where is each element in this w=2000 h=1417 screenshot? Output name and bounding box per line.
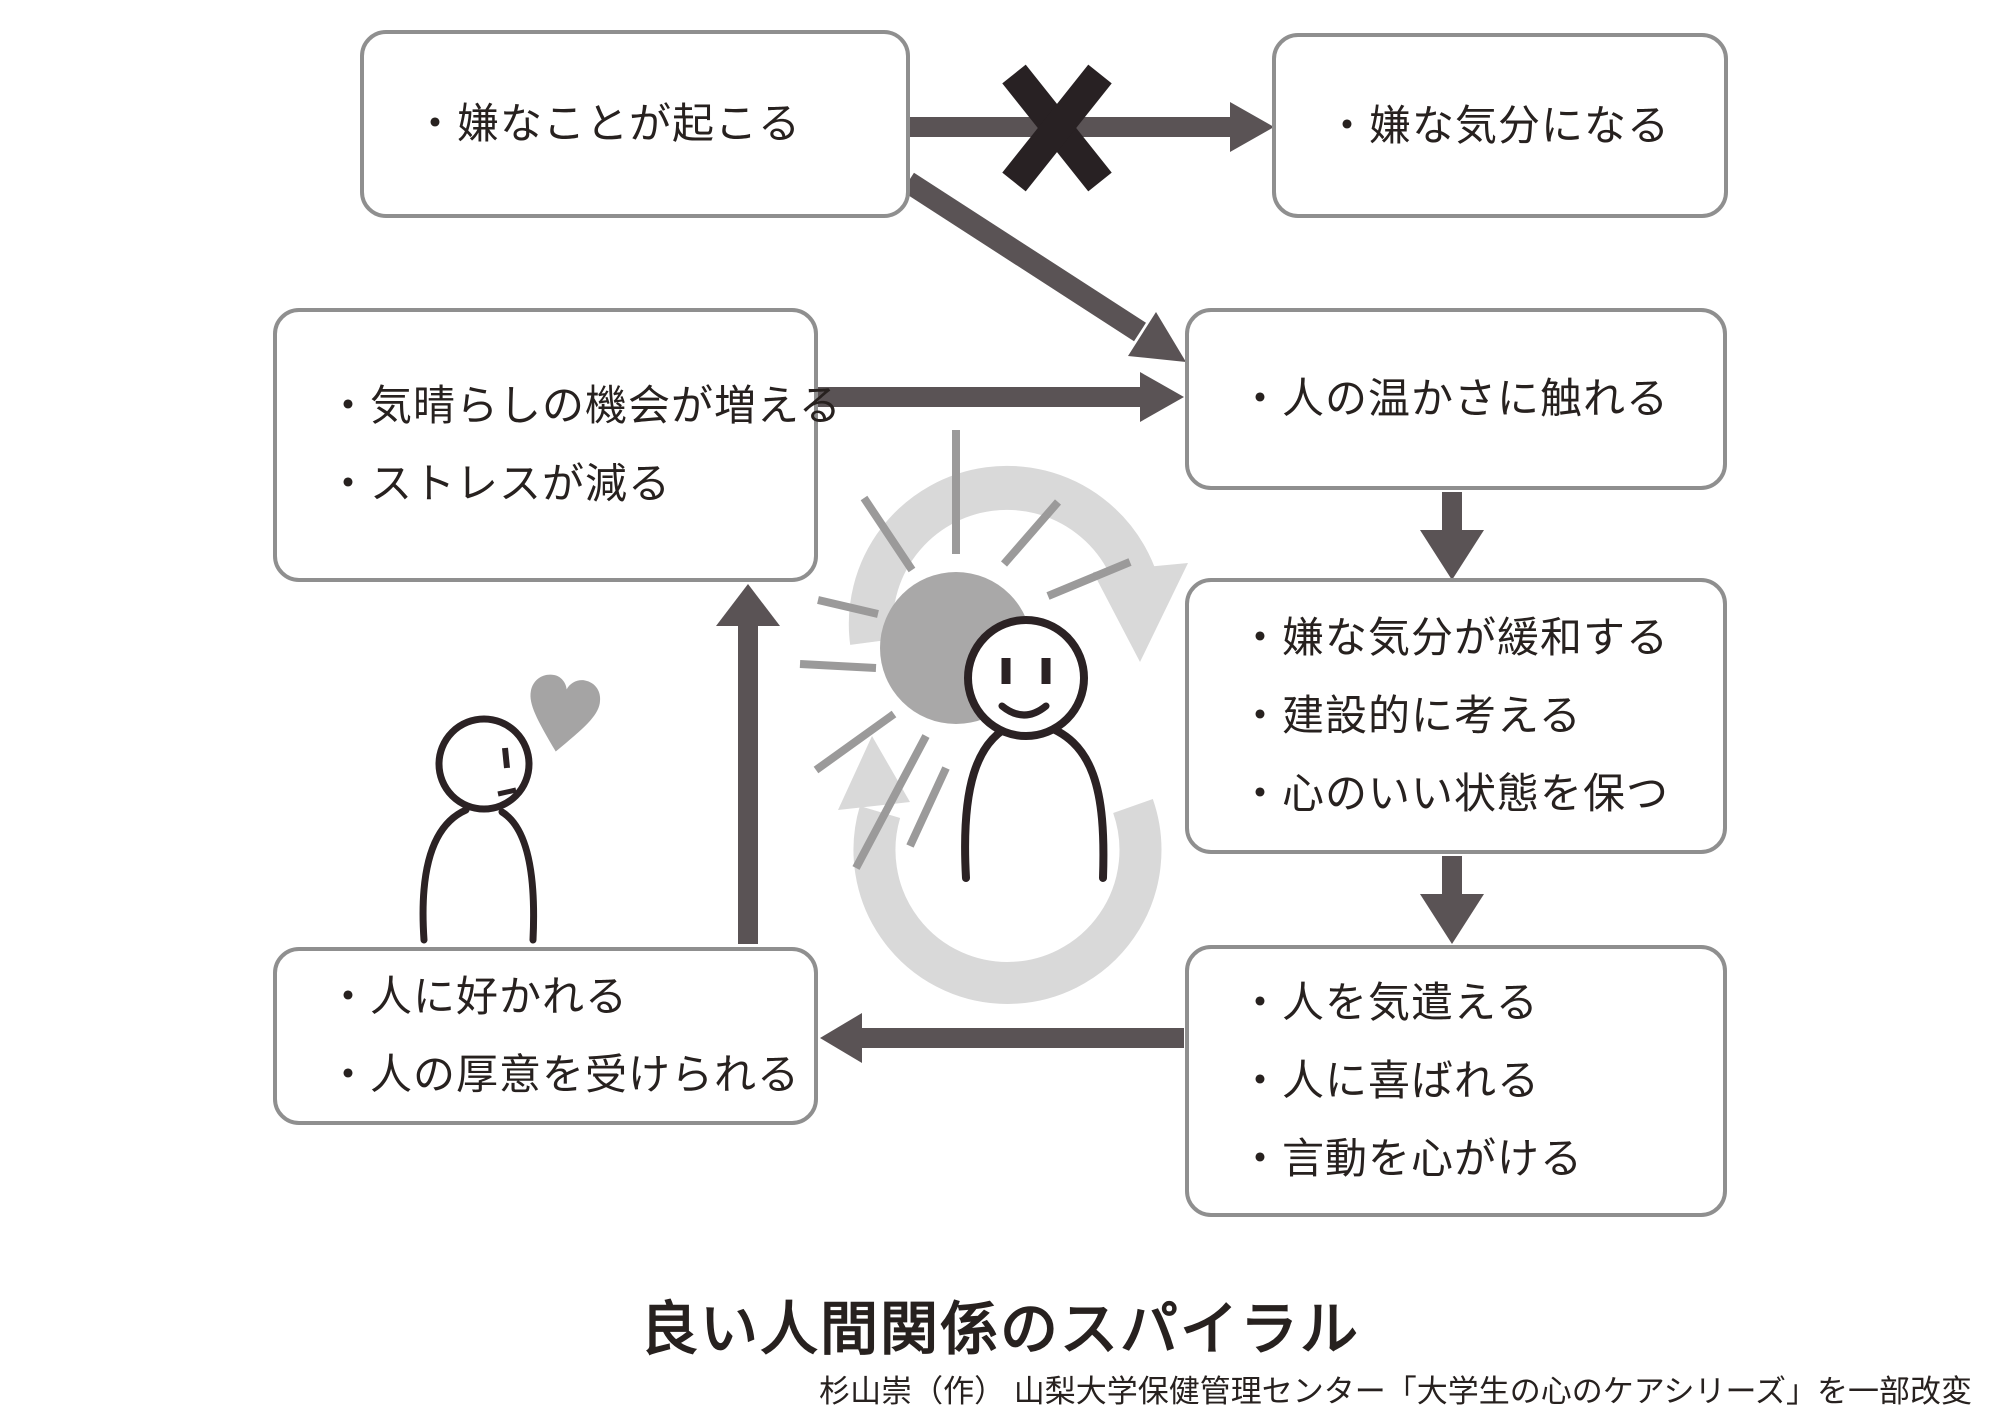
- arrow-trigger-to-badmood: [908, 102, 1274, 152]
- small-person-icon: [419, 674, 601, 944]
- box-line: ・人の厚意を受けられる: [327, 1051, 801, 1098]
- box-care: ・人を気遣える ・人に喜ばれる ・言動を心がける: [1185, 945, 1727, 1217]
- box-line: ・嫌な気分が緩和する: [1239, 614, 1670, 661]
- arrow-trigger-to-warmth: [902, 172, 1186, 362]
- box-bad-mood: ・嫌な気分になる: [1272, 33, 1728, 218]
- credit-line: 杉山崇（作） 山梨大学保健管理センター「大学生の心のケアシリーズ」を一部改変: [819, 1374, 1972, 1409]
- box-line: ・建設的に考える: [1239, 692, 1582, 739]
- arrow-relief-to-care: [1420, 856, 1484, 944]
- box-distraction: ・気晴らしの機会が増える ・ストレスが減る: [273, 308, 842, 582]
- arrow-care-to-liked: [820, 1013, 1184, 1063]
- box-liked: ・人に好かれる ・人の厚意を受けられる: [273, 947, 818, 1125]
- box-relief: ・嫌な気分が緩和する ・建設的に考える ・心のいい状態を保つ: [1185, 578, 1727, 854]
- box-line: ・人の温かさに触れる: [1239, 375, 1670, 422]
- box-line: ・言動を心がける: [1239, 1135, 1584, 1182]
- arrow-liked-to-distraction: [716, 584, 780, 944]
- box-line: ・嫌なことが起こる: [414, 100, 802, 147]
- arrow-warmth-to-relief: [1420, 492, 1484, 580]
- box-line: ・人に喜ばれる: [1239, 1057, 1541, 1104]
- box-warmth: ・人の温かさに触れる: [1185, 308, 1727, 490]
- box-line: ・気晴らしの機会が増える: [327, 382, 842, 429]
- box-line: ・ストレスが減る: [327, 460, 672, 507]
- diagram-title: 良い人間関係のスパイラル: [639, 1297, 1360, 1362]
- box-line: ・嫌な気分になる: [1326, 101, 1671, 149]
- cycle-arrows-icon: [838, 465, 1188, 1004]
- box-line: ・人に好かれる: [327, 973, 629, 1020]
- center-person-icon: [961, 616, 1108, 882]
- box-line: ・心のいい状態を保つ: [1239, 770, 1670, 817]
- heart-icon: [530, 674, 601, 752]
- box-trigger: ・嫌なことが起こる: [360, 30, 910, 218]
- cross-blocked-icon: [1002, 64, 1112, 192]
- arrow-distraction-to-warmth: [818, 372, 1184, 422]
- box-line: ・人を気遣える: [1239, 979, 1539, 1026]
